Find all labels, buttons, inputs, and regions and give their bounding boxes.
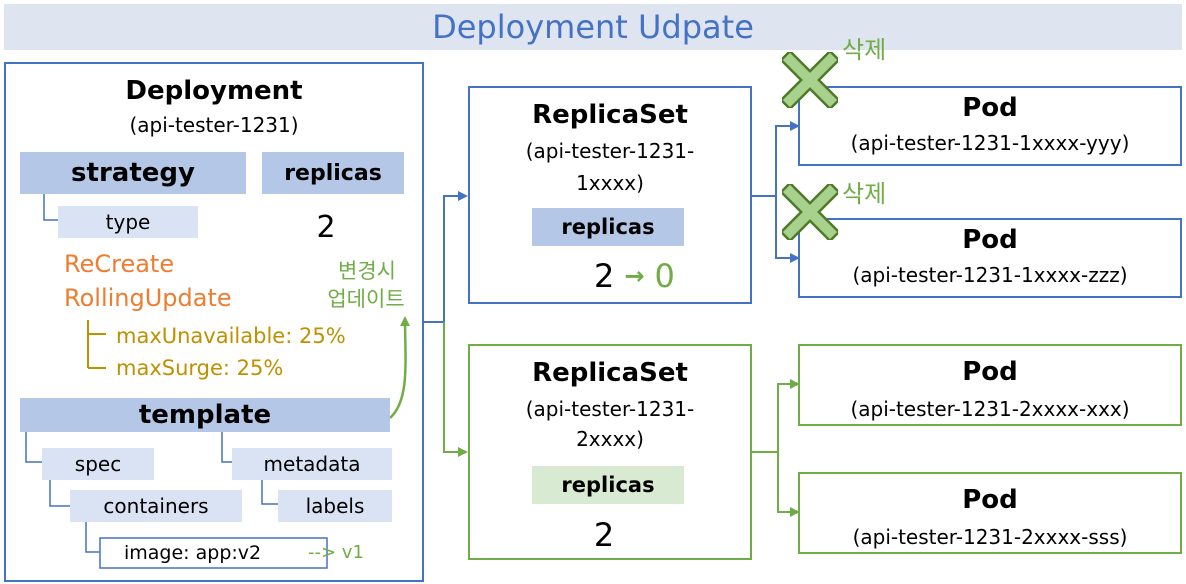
pod-2-name: (api-tester-1231-1xxxx-zzz) xyxy=(852,263,1128,287)
template-spec-connector xyxy=(25,432,42,463)
title-bar: Deployment Udpate xyxy=(4,4,1182,50)
pod-4-title: Pod xyxy=(962,485,1018,515)
rs2-to-pod4 xyxy=(777,452,800,517)
deployment-panel xyxy=(4,62,424,582)
strategy-recreate: ReCreate xyxy=(64,250,175,278)
replicaset-new-title: ReplicaSet xyxy=(532,358,688,388)
image-box xyxy=(99,537,328,569)
pod-2 xyxy=(798,218,1182,298)
pod-3-name: (api-tester-1231-2xxxx-xxx) xyxy=(850,397,1130,421)
template-metadata-connector xyxy=(221,432,232,463)
rs1-to-pod1 xyxy=(775,121,800,196)
deployment-replicas-value: 2 xyxy=(316,209,336,245)
containers-image-connector xyxy=(85,520,100,553)
replicaset-old-replicas-change: 2 → 0 xyxy=(594,256,675,296)
spec-label: spec xyxy=(42,448,154,480)
replicaset-new-replicas-header: replicas xyxy=(532,466,684,504)
replicaset-old-title: ReplicaSet xyxy=(532,100,688,130)
pod-3 xyxy=(798,344,1182,426)
replicaset-old-replicas-header: replicas xyxy=(532,208,684,246)
pod-1 xyxy=(798,86,1182,166)
deployment-title: Deployment xyxy=(125,76,303,106)
rolling-params-connector xyxy=(87,320,106,369)
replicas-header: replicas xyxy=(262,152,404,194)
strategy-type-connector xyxy=(43,194,58,221)
update-arrow xyxy=(389,316,411,419)
image-label: image: app:v2 xyxy=(124,542,262,564)
pod-1-title: Pod xyxy=(962,93,1018,123)
rs2-to-pod3 xyxy=(777,379,800,452)
pod-2-delete-label: 삭제 xyxy=(842,180,887,208)
update-note-line1: 변경시 xyxy=(338,259,396,283)
image-change: --> v1 xyxy=(308,542,364,563)
deployment-to-rs2 xyxy=(443,322,468,457)
max-unavailable: maxUnavailable: 25% xyxy=(116,324,346,348)
replicas-from-value: 2 xyxy=(594,257,615,295)
deployment-name: (api-tester-1231) xyxy=(129,113,299,137)
rs1-to-pod2 xyxy=(775,196,800,263)
replicaset-new-name-line2: 2xxxx) xyxy=(576,427,644,451)
update-note-line2: 업데이트 xyxy=(327,287,405,311)
labels-label: labels xyxy=(278,490,392,522)
pod-3-title: Pod xyxy=(962,357,1018,387)
strategy-rolling-update: RollingUpdate xyxy=(64,284,232,312)
containers-label: containers xyxy=(70,490,242,522)
replicas-to-value: 0 xyxy=(654,257,675,295)
pod-2-title: Pod xyxy=(962,225,1018,255)
x-mark-icon xyxy=(782,184,838,240)
metadata-label: metadata xyxy=(232,448,392,480)
replicaset-new-name-line1: (api-tester-1231- xyxy=(525,397,695,421)
spec-containers-connector xyxy=(49,480,70,507)
pod-1-name: (api-tester-1231-1xxxx-yyy) xyxy=(850,131,1130,155)
replicaset-new-replicas-value: 2 xyxy=(593,516,615,554)
deployment-to-rs1 xyxy=(443,191,468,322)
type-label: type xyxy=(58,206,198,238)
x-mark-icon xyxy=(782,52,838,108)
replicaset-old xyxy=(468,86,752,304)
replicaset-new xyxy=(468,344,752,560)
page-title: Deployment Udpate xyxy=(432,8,754,46)
replicas-change-arrow-icon: → xyxy=(624,262,645,290)
replicaset-old-name-line1: (api-tester-1231- xyxy=(525,139,695,163)
template-header: template xyxy=(20,398,390,432)
pod-4 xyxy=(798,472,1182,554)
max-surge: maxSurge: 25% xyxy=(116,356,284,380)
metadata-labels-connector xyxy=(261,480,278,505)
replicaset-old-name-line2: 1xxxx) xyxy=(576,171,644,195)
pod-4-name: (api-tester-1231-2xxxx-sss) xyxy=(852,525,1128,549)
strategy-header: strategy xyxy=(20,152,246,194)
pod-1-delete-label: 삭제 xyxy=(842,36,887,64)
